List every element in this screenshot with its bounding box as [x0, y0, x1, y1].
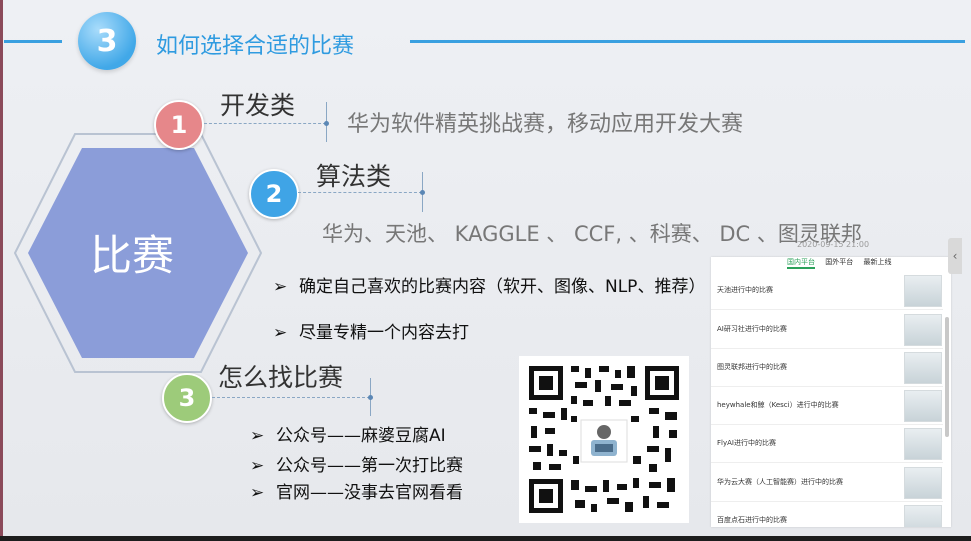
- list-item[interactable]: AI研习社进行中的比赛: [711, 310, 943, 349]
- category-3-badge: 3: [162, 373, 212, 423]
- list-item-text: 图灵联邦进行中的比赛: [717, 363, 787, 371]
- bullet-text: 公众号——麻婆豆腐AI: [276, 426, 446, 446]
- category-3-title: 怎么找比赛: [218, 363, 344, 392]
- category-1-badge: 1: [154, 100, 204, 150]
- arrow-bullet-icon: ➢: [250, 483, 265, 503]
- arrow-bullet-icon: ➢: [273, 277, 288, 297]
- category-2-dot: [420, 190, 425, 195]
- bullet-text: 官网——没事去官网看看: [276, 483, 463, 503]
- header-title: 如何选择合适的比赛: [156, 34, 355, 59]
- bullet-official-site: ➢ 官网——没事去官网看看: [250, 478, 463, 503]
- arrow-bullet-icon: ➢: [250, 456, 265, 476]
- header-line-left: [4, 40, 62, 43]
- bullet-specialize: ➢ 尽量专精一个内容去打: [273, 318, 469, 343]
- category-2-badge: 2: [249, 169, 299, 219]
- category-2-connector: [298, 192, 422, 193]
- list-item-thumbnail: [904, 275, 942, 307]
- tab-foreign[interactable]: 国外平台: [825, 258, 854, 266]
- arrow-bullet-icon: ➢: [250, 426, 265, 446]
- list-item[interactable]: heywhale和鲸（Kesci）进行中的比赛: [711, 386, 943, 425]
- hexagon-label: 比赛: [89, 231, 174, 280]
- qr-code-image: [519, 356, 689, 523]
- panel-scrollbar[interactable]: [945, 317, 949, 437]
- bullet-wechat-2: ➢ 公众号——第一次打比赛: [250, 451, 463, 476]
- list-item-text: heywhale和鲸（Kesci）进行中的比赛: [717, 401, 839, 409]
- bottom-bar: [0, 536, 971, 541]
- category-3-dot: [368, 395, 373, 400]
- bullet-content-preference: ➢ 确定自己喜欢的比赛内容（软开、图像、NLP、推荐）: [273, 272, 705, 297]
- tab-latest[interactable]: 最新上线: [863, 258, 892, 266]
- list-item-thumbnail: [904, 428, 942, 460]
- list-item-thumbnail: [904, 390, 942, 422]
- header-line-right: [410, 40, 965, 43]
- list-item-text: AI研习社进行中的比赛: [717, 325, 787, 333]
- panel-tabs: 国内平台 国外平台 最新上线: [787, 257, 899, 269]
- panel-date: 2020-09-15 21:00: [797, 240, 870, 249]
- header-number-badge: 3: [78, 12, 136, 70]
- category-2-desc: 华为、天池、 KAGGLE 、 CCF, 、科赛、 DC 、图灵联邦: [322, 222, 862, 246]
- list-item[interactable]: 天池进行中的比赛: [711, 271, 943, 310]
- list-item-thumbnail: [904, 505, 942, 527]
- tab-domestic[interactable]: 国内平台: [787, 258, 815, 269]
- list-item-text: 华为云大赛（人工智能赛）进行中的比赛: [717, 478, 843, 486]
- bullet-text: 尽量专精一个内容去打: [299, 323, 469, 343]
- competition-list-panel: 国内平台 国外平台 最新上线 天池进行中的比赛 AI研习社进行中的比赛 图灵联邦…: [711, 257, 951, 527]
- window-left-edge: [0, 0, 3, 541]
- category-1-connector: [204, 123, 326, 124]
- category-1-dot: [324, 121, 329, 126]
- list-item[interactable]: 百度点石进行中的比赛: [711, 501, 943, 527]
- list-item-text: 百度点石进行中的比赛: [717, 516, 787, 524]
- category-2-title: 算法类: [316, 162, 392, 191]
- category-1-title: 开发类: [220, 91, 296, 120]
- list-item-thumbnail: [904, 352, 942, 384]
- qr-code: [519, 356, 689, 523]
- list-item-thumbnail: [904, 467, 942, 499]
- list-item[interactable]: 图灵联邦进行中的比赛: [711, 348, 943, 387]
- bullet-text: 确定自己喜欢的比赛内容（软开、图像、NLP、推荐）: [299, 277, 706, 297]
- category-3-connector: [212, 397, 370, 398]
- arrow-bullet-icon: ➢: [273, 323, 288, 343]
- category-1-desc: 华为软件精英挑战赛，移动应用开发大赛: [347, 112, 744, 137]
- list-item[interactable]: FlyAI进行中的比赛: [711, 424, 943, 463]
- list-item-thumbnail: [904, 314, 942, 346]
- list-item-text: FlyAI进行中的比赛: [717, 439, 776, 447]
- bullet-text: 公众号——第一次打比赛: [276, 456, 463, 476]
- collapse-panel-tab[interactable]: ‹: [948, 238, 962, 274]
- bullet-wechat-1: ➢ 公众号——麻婆豆腐AI: [250, 421, 446, 446]
- list-item-text: 天池进行中的比赛: [717, 286, 773, 294]
- list-item[interactable]: 华为云大赛（人工智能赛）进行中的比赛: [711, 463, 943, 502]
